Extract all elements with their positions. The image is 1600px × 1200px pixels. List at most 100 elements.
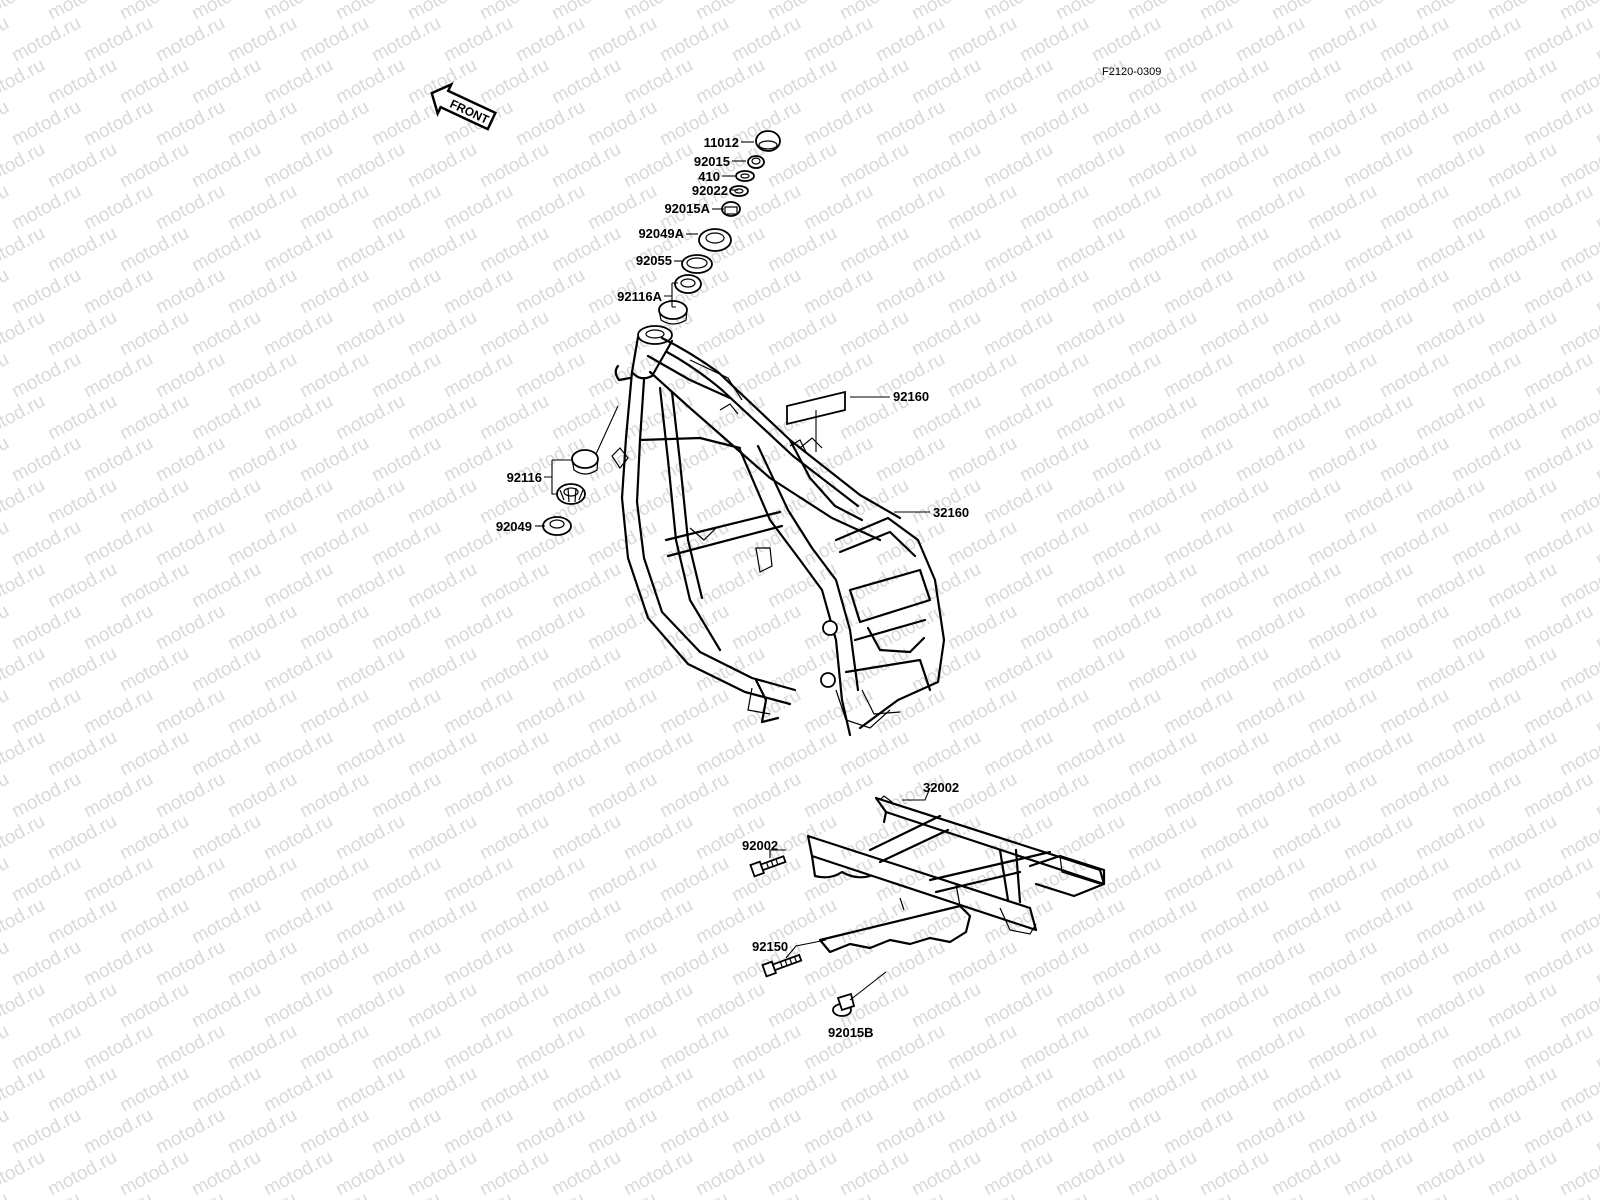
watermark-text: motod.ru	[1484, 811, 1560, 865]
watermark-text: motod.ru	[44, 1147, 120, 1200]
watermark-text: motod.ru	[1124, 1063, 1200, 1117]
watermark-text: motod.ru	[1448, 1021, 1524, 1075]
watermark-text: motod.ru	[44, 139, 120, 193]
watermark-text: motod.ru	[512, 181, 588, 235]
watermark-text: motod.ru	[0, 139, 49, 193]
watermark-text: motod.ru	[1016, 433, 1092, 487]
watermark-text: motod.ru	[1556, 1147, 1600, 1200]
watermark-text: motod.ru	[0, 475, 49, 529]
watermark-text: motod.ru	[1052, 0, 1128, 24]
watermark-text: motod.ru	[188, 139, 264, 193]
watermark-text: motod.ru	[0, 265, 13, 319]
seal-92049-part	[542, 516, 572, 536]
watermark-text: motod.ru	[764, 1147, 840, 1200]
watermark-text: motod.ru	[296, 349, 372, 403]
watermark-text: motod.ru	[1196, 223, 1272, 277]
watermark-text: motod.ru	[692, 1063, 768, 1117]
watermark-text: motod.ru	[800, 685, 876, 739]
watermark-text: motod.ru	[0, 181, 13, 235]
watermark-text: motod.ru	[1412, 391, 1488, 445]
watermark-text: motod.ru	[152, 769, 228, 823]
watermark-text: motod.ru	[512, 601, 588, 655]
watermark-text: motod.ru	[908, 979, 984, 1033]
label-92055: 92055	[636, 253, 672, 268]
watermark-text: motod.ru	[224, 601, 300, 655]
watermark-text: motod.ru	[1124, 223, 1200, 277]
watermark-text: motod.ru	[836, 223, 912, 277]
watermark-text: motod.ru	[476, 559, 552, 613]
watermark-text: motod.ru	[188, 559, 264, 613]
watermark-text: motod.ru	[728, 1021, 804, 1075]
watermark-text: motod.ru	[1340, 55, 1416, 109]
watermark-text: motod.ru	[224, 517, 300, 571]
watermark-text: motod.ru	[1376, 853, 1452, 907]
watermark-text: motod.ru	[0, 0, 49, 24]
watermark-text: motod.ru	[152, 937, 228, 991]
watermark-text: motod.ru	[1016, 937, 1092, 991]
watermark-text: motod.ru	[116, 895, 192, 949]
watermark-text: motod.ru	[1340, 643, 1416, 697]
watermark-text: motod.ru	[260, 391, 336, 445]
watermark-text: motod.ru	[260, 307, 336, 361]
watermark-text: motod.ru	[872, 265, 948, 319]
watermark-text: motod.ru	[1412, 979, 1488, 1033]
watermark-text: motod.ru	[980, 979, 1056, 1033]
watermark-text: motod.ru	[584, 769, 660, 823]
watermark-text: motod.ru	[1124, 55, 1200, 109]
watermark-text: motod.ru	[368, 97, 444, 151]
watermark-text: motod.ru	[152, 433, 228, 487]
watermark-text: motod.ru	[1016, 601, 1092, 655]
watermark-text: motod.ru	[188, 727, 264, 781]
watermark-text: motod.ru	[1376, 349, 1452, 403]
watermark-text: motod.ru	[44, 55, 120, 109]
watermark-text: motod.ru	[944, 517, 1020, 571]
watermark-text: motod.ru	[728, 349, 804, 403]
watermark-text: motod.ru	[1304, 1189, 1380, 1200]
watermark-text: motod.ru	[0, 1021, 13, 1075]
watermark-text: motod.ru	[368, 601, 444, 655]
watermark-text: motod.ru	[1160, 1105, 1236, 1159]
watermark-text: motod.ru	[584, 853, 660, 907]
watermark-text: motod.ru	[800, 937, 876, 991]
watermark-text: motod.ru	[0, 559, 49, 613]
watermark-text: motod.ru	[80, 433, 156, 487]
watermark-text: motod.ru	[152, 265, 228, 319]
watermark-text: motod.ru	[44, 811, 120, 865]
watermark-text: motod.ru	[512, 1021, 588, 1075]
watermark-text: motod.ru	[1376, 517, 1452, 571]
watermark-text: motod.ru	[548, 55, 624, 109]
watermark-text: motod.ru	[1268, 727, 1344, 781]
watermark-text: motod.ru	[1520, 1021, 1596, 1075]
watermark-text: motod.ru	[1340, 895, 1416, 949]
watermark-text: motod.ru	[908, 643, 984, 697]
watermark-text: motod.ru	[1124, 391, 1200, 445]
watermark-text: motod.ru	[1484, 307, 1560, 361]
watermark-text: motod.ru	[1592, 1105, 1600, 1159]
watermark-text: motod.ru	[1304, 1021, 1380, 1075]
watermark-text: motod.ru	[1448, 97, 1524, 151]
watermark-text: motod.ru	[1412, 1147, 1488, 1200]
watermark-text: motod.ru	[1520, 265, 1596, 319]
watermark-text: motod.ru	[8, 685, 84, 739]
watermark-text: motod.ru	[152, 13, 228, 67]
watermark-text: motod.ru	[440, 1189, 516, 1200]
watermark-text: motod.ru	[908, 0, 984, 24]
watermark-text: motod.ru	[836, 307, 912, 361]
watermark-text: motod.ru	[44, 1063, 120, 1117]
watermark-text: motod.ru	[764, 559, 840, 613]
watermark-text: motod.ru	[476, 643, 552, 697]
lower-bearing-parts	[542, 449, 599, 536]
watermark-text: motod.ru	[908, 139, 984, 193]
watermark-text: motod.ru	[332, 643, 408, 697]
watermark-text: motod.ru	[980, 307, 1056, 361]
watermark-text: motod.ru	[368, 13, 444, 67]
watermark-text: motod.ru	[728, 1105, 804, 1159]
watermark-text: motod.ru	[1232, 853, 1308, 907]
watermark-text: motod.ru	[908, 811, 984, 865]
watermark-text: motod.ru	[332, 391, 408, 445]
watermark-text: motod.ru	[548, 139, 624, 193]
label-92049a: 92049A	[638, 226, 684, 241]
watermark-text: motod.ru	[116, 55, 192, 109]
watermark-text: motod.ru	[1520, 769, 1596, 823]
watermark-text: motod.ru	[260, 1063, 336, 1117]
